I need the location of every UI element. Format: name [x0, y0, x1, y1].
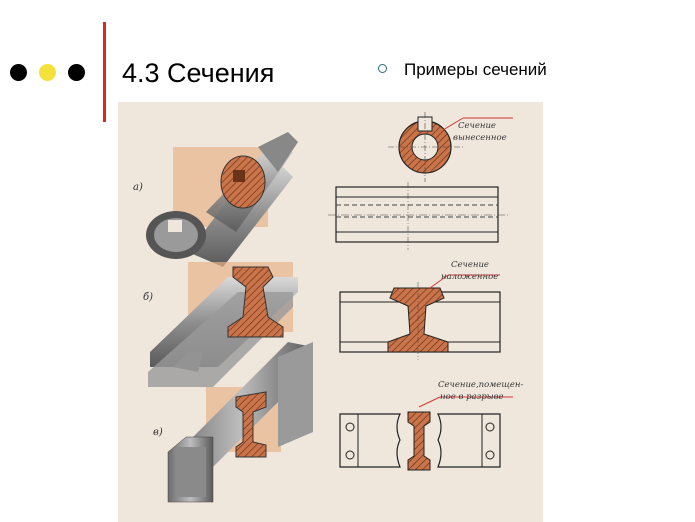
yellow-dot	[39, 64, 56, 81]
removed-section-drawing	[388, 112, 513, 182]
superimposed-section-drawing	[339, 274, 501, 360]
row-c-beam-3d	[167, 342, 313, 503]
decorative-dots	[10, 64, 85, 81]
sections-illustration: а) Сечение вынесенное	[118, 102, 543, 522]
shaft-side-view	[328, 182, 508, 250]
note-superimposed-line2: наложенное	[441, 272, 498, 282]
bullet-item: Примеры сечений	[378, 60, 547, 80]
bullet-text: Примеры сечений	[404, 60, 547, 79]
row-b-rail-3d	[148, 262, 298, 387]
note-in-break-line1: Сечение,помещен-	[438, 380, 523, 390]
note-removed-line1: Сечение	[458, 121, 496, 131]
note-removed-line2: вынесенное	[453, 133, 507, 143]
hollow-circle-bullet-icon	[378, 63, 387, 73]
row-label-b: б)	[143, 292, 153, 303]
black-dot-1	[10, 64, 27, 81]
row-a-shaft-3d	[146, 132, 298, 267]
note-in-break-line2: ное в разрыве	[440, 392, 504, 402]
row-label-c: в)	[153, 427, 163, 438]
section-in-break-drawing	[339, 396, 513, 471]
slide-title: 4.3 Сечения	[122, 58, 275, 88]
row-label-a: а)	[133, 182, 143, 193]
black-dot-2	[68, 64, 85, 81]
red-accent-line	[103, 22, 106, 122]
note-superimposed-line1: Сечение	[451, 260, 489, 270]
technical-drawing: а) Сечение вынесенное	[133, 112, 523, 503]
